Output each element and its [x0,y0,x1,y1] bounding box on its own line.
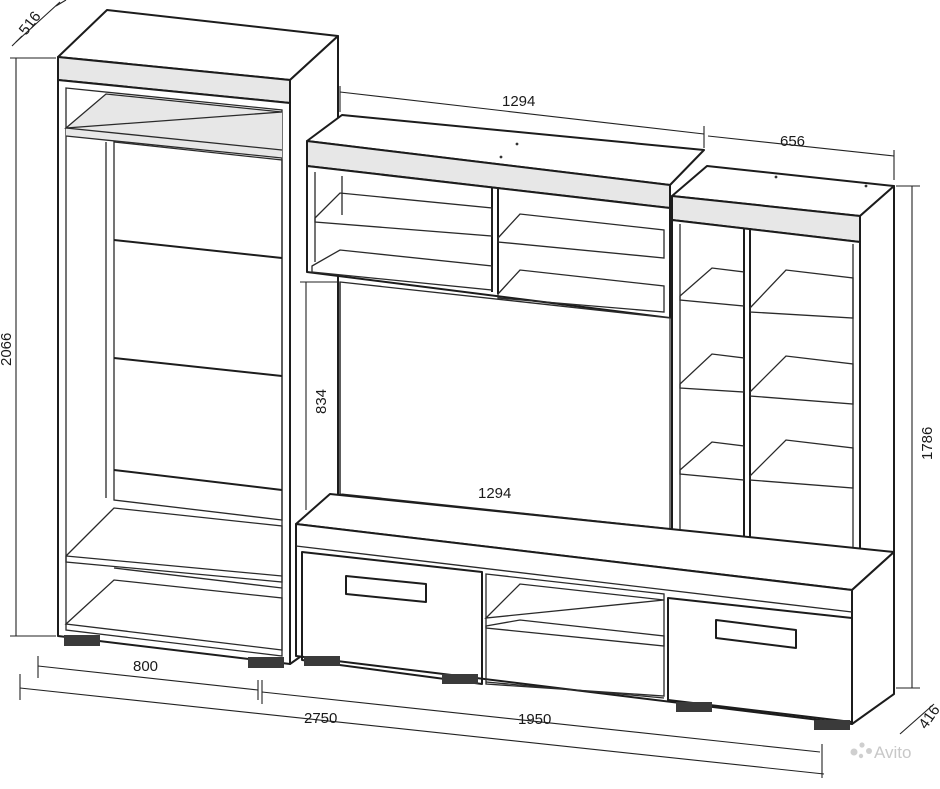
tower-top-surface [58,10,338,80]
tower-lower-shelf [65,507,283,583]
base-open-section [485,573,665,697]
base-side-panel [852,552,894,724]
tower-cornice [58,57,290,103]
label-base-depth: 416 [915,702,940,732]
base-foot-1 [304,656,340,666]
base-top-surface [296,494,894,590]
right-bookcase [671,165,895,581]
case-cornice [672,196,860,242]
tower-front [58,80,290,664]
tv-base-cabinet [295,493,895,730]
shelf-top-surface [307,115,704,185]
drawer-left-handle[interactable] [345,575,427,603]
tower-foot-left [64,635,100,646]
tower-glass-door [113,141,283,521]
label-top-shelf-width: 1294 [502,93,535,110]
label-tv-opening-height: 834 [313,389,330,414]
case-top-surface [672,166,894,216]
base-foot-2 [442,674,478,684]
tv-back-panel [340,282,670,540]
shelf-cornice [307,141,670,208]
base-foot-3 [676,702,712,712]
label-right-case-width: 656 [780,133,805,150]
label-tower-width: 800 [133,658,158,675]
label-base-width: 1950 [518,711,551,728]
avito-dots-icon [850,742,872,759]
label-tower-depth: 516 [16,8,45,38]
label-total-width: 2750 [304,710,337,727]
middle-top-shelf [306,114,705,319]
label-tower-height: 2066 [0,333,15,366]
case-side-panel [860,186,894,580]
watermark-text: Avito [874,743,912,762]
case-front [672,220,860,580]
drawer-right-handle[interactable] [715,619,797,649]
tower-foot-right [248,657,284,668]
base-drawer-right[interactable] [667,597,853,723]
label-right-case-height: 1786 [919,427,936,460]
tower-top-shelf [66,94,282,158]
label-tv-base-width: 1294 [478,485,511,502]
dimension-lines [10,0,935,778]
base-drawer-left[interactable] [301,551,483,685]
base-foot-4 [814,720,850,730]
